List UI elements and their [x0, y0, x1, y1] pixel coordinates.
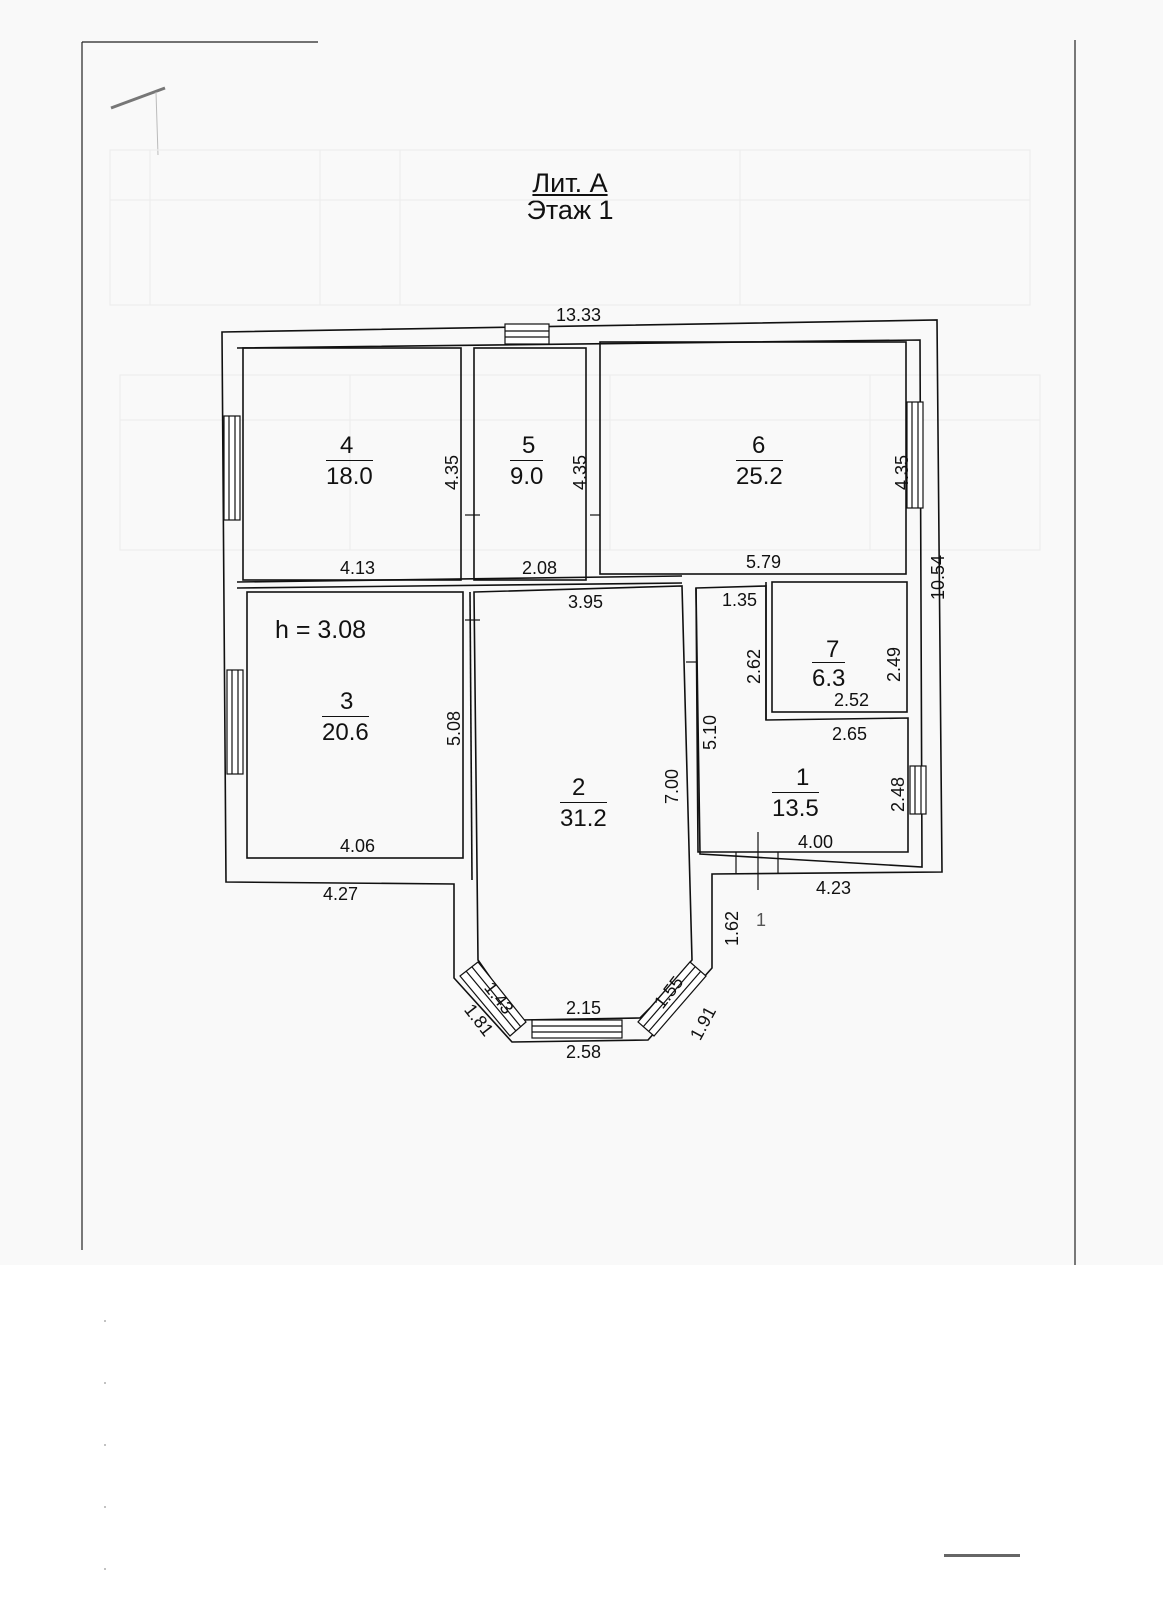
room-area: 6.3	[812, 662, 846, 693]
dimension-label: 7.00	[662, 768, 682, 804]
room-area: 18.0	[326, 460, 373, 491]
outer-wall-outline	[221, 319, 943, 1043]
room-number: 5	[522, 432, 536, 459]
dimension-label: 4.06	[340, 836, 376, 856]
room-area: 20.6	[322, 716, 369, 747]
room-number: 6	[752, 432, 766, 459]
scan-mark	[944, 1554, 1020, 1557]
dimension-label: 3.95	[568, 592, 604, 612]
dimension-label: 4.35	[570, 454, 590, 490]
window-icon	[226, 669, 244, 775]
door-icon	[735, 832, 779, 890]
dimension-label: 2.58	[566, 1042, 602, 1062]
page-frame	[81, 40, 1076, 1580]
dimension-label: 2.52	[834, 690, 870, 710]
room-number: 3	[340, 688, 354, 715]
partitions	[236, 575, 683, 881]
room-number: 4	[340, 432, 354, 459]
section-mark: 1	[756, 910, 767, 930]
dimension-label: 1.35	[722, 590, 758, 610]
room-6	[599, 341, 907, 575]
window-icon	[504, 323, 550, 345]
room-3	[246, 591, 464, 859]
window-icon	[223, 415, 241, 521]
window-icon	[531, 1019, 623, 1039]
height-label: h = 3.08	[275, 616, 367, 644]
dimension-label: 4.00	[798, 832, 834, 852]
dimension-label: 4.35	[892, 454, 912, 490]
dimension-label: 10.54	[928, 554, 948, 600]
dimension-label: 1.62	[722, 910, 742, 946]
dimension-label: 4.23	[816, 878, 852, 898]
room-1	[695, 585, 909, 853]
dimension-label: 2.08	[522, 558, 558, 578]
dimension-label: 5.08	[444, 710, 464, 746]
dimension-label: 4.35	[442, 454, 462, 490]
room-number: 1	[796, 764, 810, 791]
window-icon	[909, 765, 927, 815]
dimension-label: 2.65	[832, 724, 868, 744]
dimension-label: 5.10	[700, 714, 720, 750]
door-openings	[465, 514, 697, 663]
dimension-label: 13.33	[556, 305, 602, 325]
room-area: 9.0	[510, 460, 544, 491]
bleed-through-table	[109, 149, 1041, 551]
window-icon	[906, 401, 924, 509]
window-icon	[459, 961, 527, 1037]
room-number: 2	[572, 774, 586, 801]
dimension-label: 5.79	[746, 552, 782, 572]
room-number: 7	[826, 636, 840, 663]
pen-mark-icon	[110, 86, 166, 156]
room-area: 25.2	[736, 460, 783, 491]
dimension-label: 2.49	[884, 646, 904, 682]
blank-page-area	[0, 1265, 1163, 1600]
dimension-label: 4.13	[340, 558, 376, 578]
room-area: 31.2	[560, 802, 607, 833]
window-icon	[637, 961, 707, 1037]
plan-title-lit: Лит. А	[532, 168, 608, 198]
room-5	[473, 347, 587, 581]
dimension-label: 4.27	[323, 884, 359, 904]
dimension-label: 2.48	[888, 776, 908, 812]
dimension-label: 2.15	[566, 998, 602, 1018]
dimension-label: 2.62	[744, 648, 764, 684]
room-area: 13.5	[772, 792, 819, 823]
